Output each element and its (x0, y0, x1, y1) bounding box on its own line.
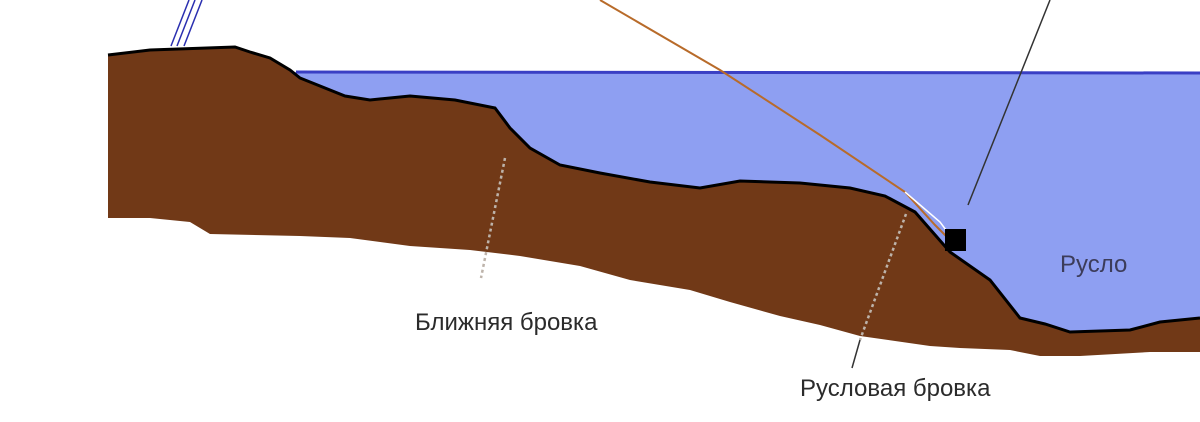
near-edge-label: Ближняя бровка (415, 309, 598, 336)
fishing-line (599, 0, 951, 241)
channel-edge-pointer-line-lower (851, 339, 861, 369)
fishing-rod-icon (169, 0, 203, 47)
near-edge-pointer-line (479, 157, 507, 279)
water-surface-line (295, 70, 1200, 75)
channel-edge-pointer-line (858, 213, 908, 341)
bank-outline (107, 45, 1200, 334)
channel-label: Русло (1060, 251, 1127, 278)
channel-edge-label: Русловая бровка (800, 375, 991, 402)
bank-soil (108, 47, 1200, 356)
sinker-icon (945, 229, 966, 251)
channel-pointer-line (967, 0, 1051, 206)
